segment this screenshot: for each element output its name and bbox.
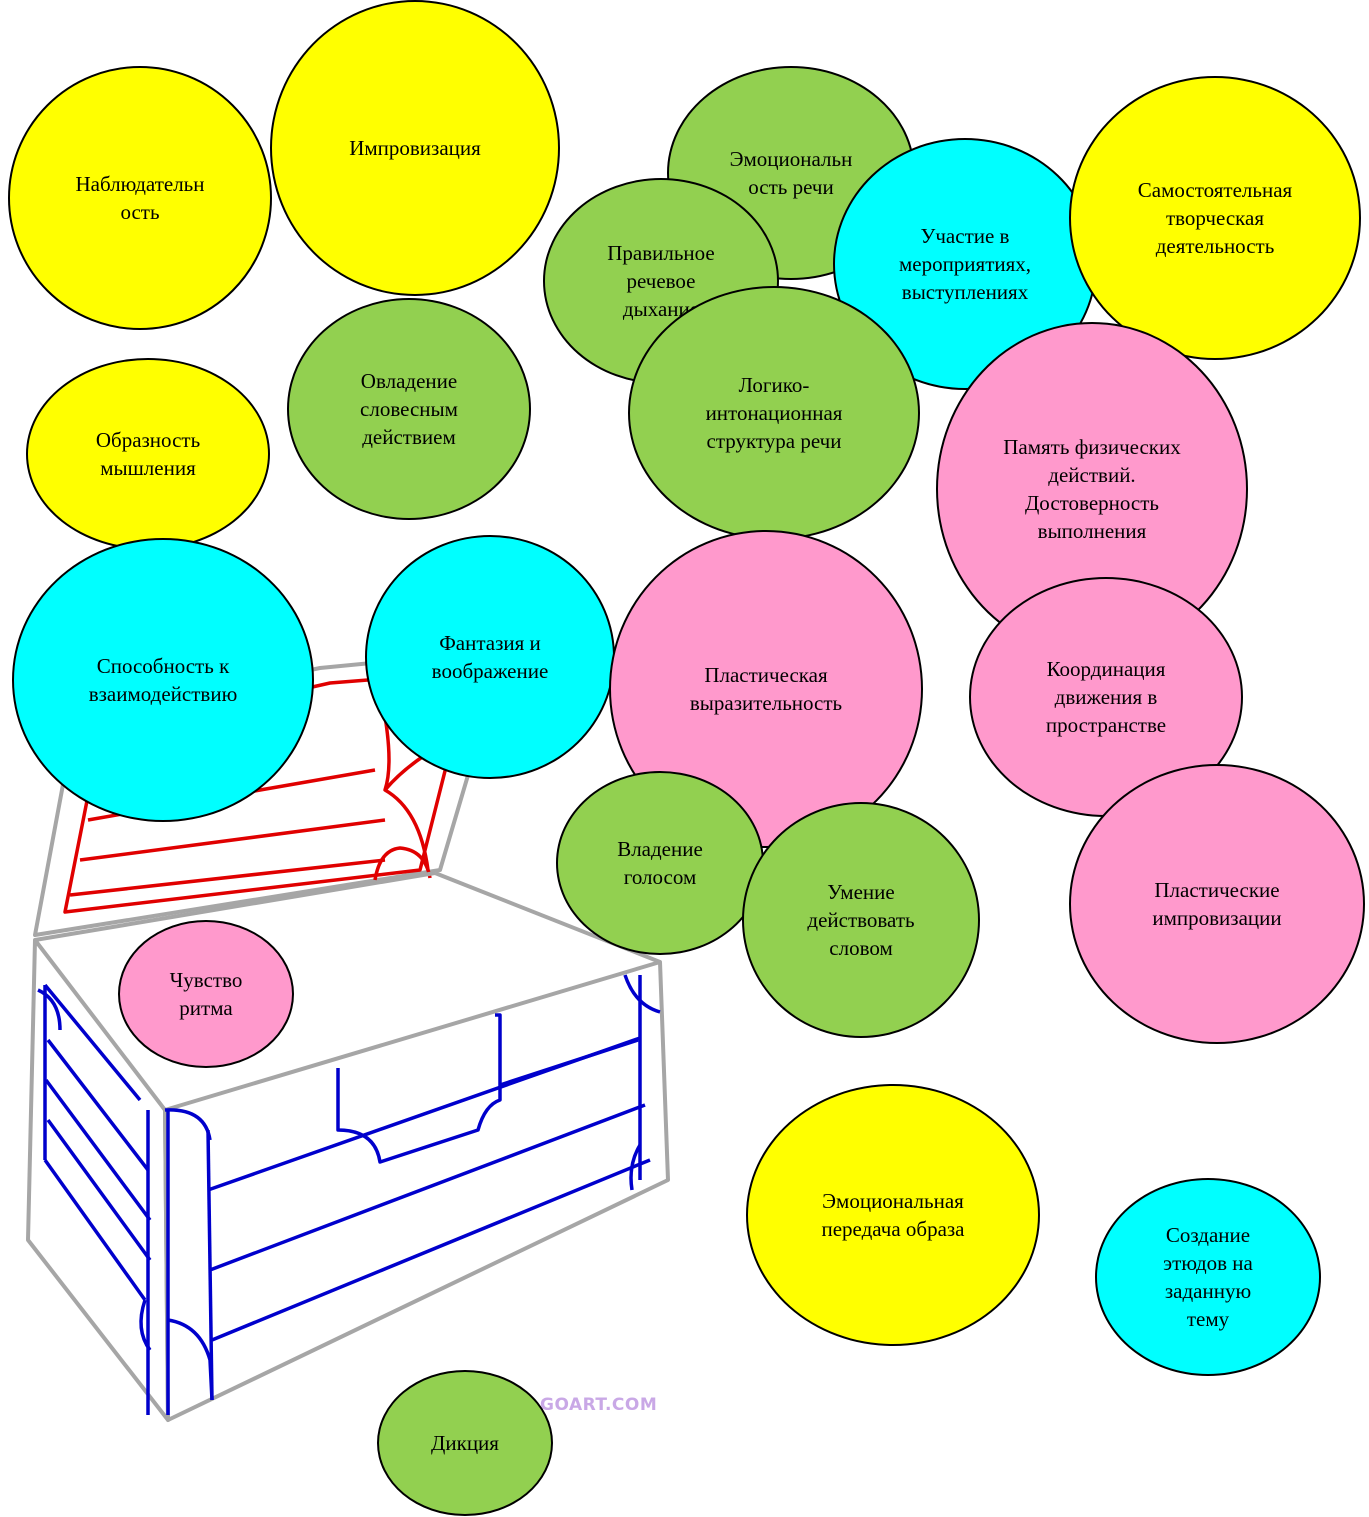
- bubble-rhythm: Чувство ритма: [118, 920, 294, 1068]
- chest-body-lines: [37, 974, 661, 1415]
- bubble-verbal-action: Овладение словесным действием: [287, 298, 531, 520]
- bubble-imaginative-thinking: Образность мышления: [26, 358, 270, 550]
- bubble-plastic-improvisations: Пластические импровизации: [1069, 764, 1365, 1044]
- bubble-interaction-ability: Способность к взаимодействию: [12, 538, 314, 822]
- bubble-improvisation: Импровизация: [270, 0, 560, 296]
- watermark-text: GOART.COM: [540, 1395, 658, 1415]
- bubble-fantasy: Фантазия и воображение: [365, 535, 615, 779]
- bubble-etudes: Создание этюдов на заданную тему: [1095, 1178, 1321, 1376]
- bubble-emotional-image: Эмоциональная передача образа: [746, 1084, 1040, 1346]
- bubble-logic-intonation: Логико- интонационная структура речи: [628, 286, 920, 540]
- bubble-diction: Дикция: [377, 1370, 553, 1516]
- bubble-word-acting: Умение действовать словом: [742, 802, 980, 1038]
- bubble-voice-mastery: Владение голосом: [556, 771, 764, 955]
- bubble-independent-creativity: Самостоятельная творческая деятельность: [1069, 76, 1361, 360]
- bubble-observation: Наблюдательн ость: [8, 66, 272, 330]
